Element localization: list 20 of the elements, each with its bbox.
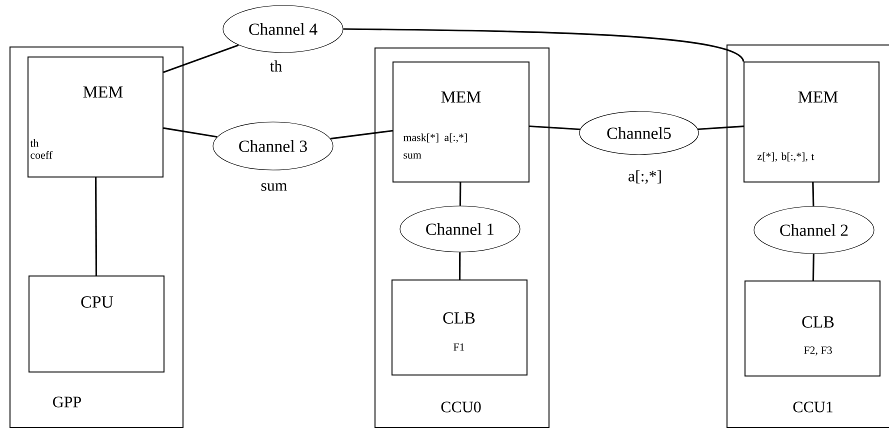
connector-line: [458, 252, 461, 280]
connector-line: [330, 130, 393, 140]
connector-line: [812, 182, 814, 206]
connector-line: [95, 178, 98, 276]
channel-data-label: a[:,*]: [628, 170, 661, 184]
memory-box: MEM mask[*] a[:,*] sum: [392, 62, 530, 182]
connector-line: [812, 254, 814, 281]
channel-data-label: th: [270, 60, 282, 72]
logic-block-box: CLB F2, F3: [744, 280, 880, 376]
channel-data-label: sum: [261, 183, 288, 191]
memory-box: MEM z[*], b[:,*], t: [744, 62, 880, 182]
connector-line: [163, 44, 239, 73]
connector-line: [343, 28, 744, 62]
connector-line: [698, 126, 744, 130]
logic-block-box: CLB F1: [392, 280, 528, 376]
connector-line: [163, 127, 218, 138]
processor-box: CPU: [28, 276, 164, 372]
connector-line: [459, 182, 462, 206]
memory-box: MEM th coeff: [28, 56, 164, 178]
connector-line: [529, 125, 580, 130]
